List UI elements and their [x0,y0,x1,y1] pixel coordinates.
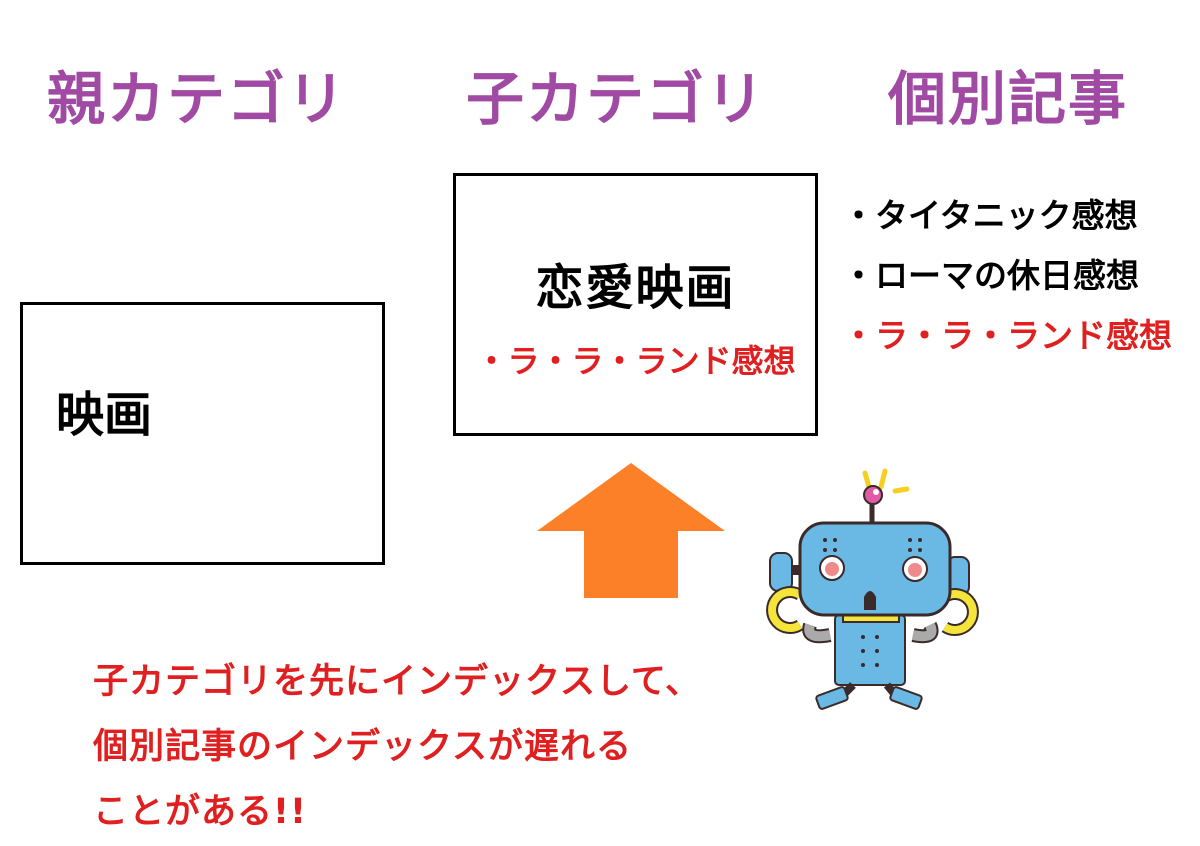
up-arrow-icon [537,463,725,602]
child-category-article: ・ラ・ラ・ランド感想 [475,342,796,380]
parent-category-label: 映画 [56,387,153,443]
child-category-label: 恋愛映画 [535,260,736,316]
heading-child-category: 子カテゴリ [466,65,767,133]
warning-note-line: ことがある!! [93,792,307,832]
article-list: ・タイタニック感想 ・ローマの休日感想 ・ラ・ラ・ランド感想 [842,186,1172,366]
warning-note-line: 子カテゴリを先にインデックスして、 [93,662,702,702]
warning-note: 子カテゴリを先にインデックスして、 個別記事のインデックスが遅れる ことがある!… [93,650,701,845]
heading-individual-article: 個別記事 [888,65,1129,133]
article-item: ・ローマの休日感想 [842,256,1139,295]
heading-parent-category: 親カテゴリ [47,65,348,133]
child-category-box: 恋愛映画 ・ラ・ラ・ランド感想 [453,173,818,436]
article-item-highlighted: ・ラ・ラ・ランド感想 [842,316,1172,355]
article-item: ・タイタニック感想 [842,196,1138,235]
parent-category-box: 映画 [20,302,385,565]
warning-note-line: 個別記事のインデックスが遅れる [93,727,632,767]
robot-mascot-icon [755,465,985,714]
